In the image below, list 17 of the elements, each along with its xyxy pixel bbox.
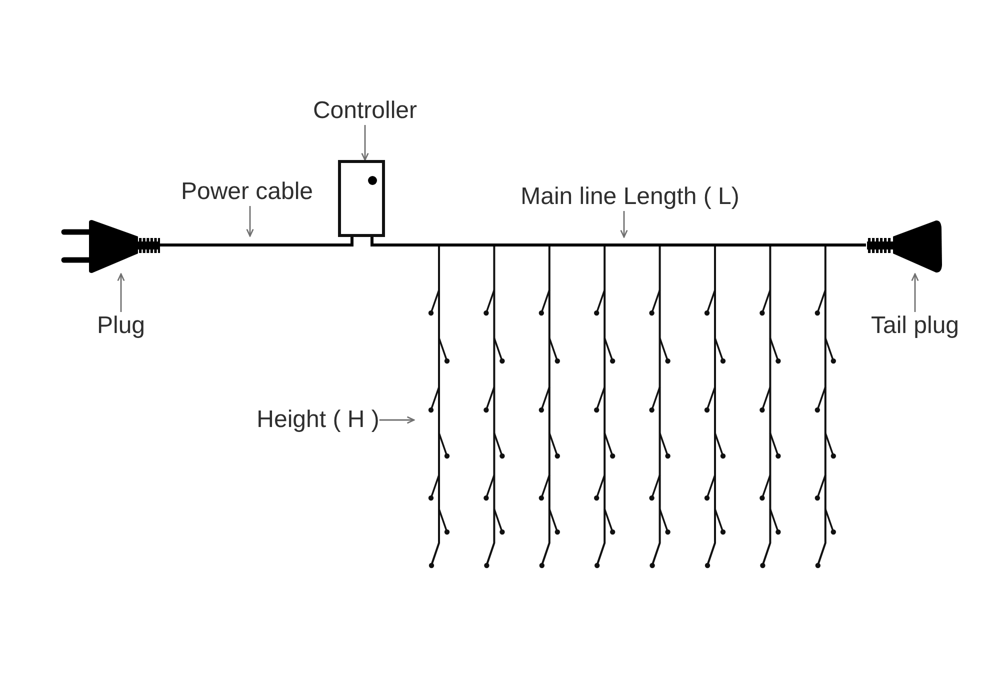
connector-icon (866, 219, 943, 274)
plug-icon (60, 219, 160, 274)
leader-arrow (246, 206, 254, 237)
cable (160, 237, 354, 246)
controller-box (338, 160, 385, 237)
leader-arrow (117, 273, 125, 312)
leader-arrow (379, 416, 415, 424)
part-label: Plug (96, 312, 146, 340)
leader-arrow (911, 273, 919, 312)
leader-arrow (620, 211, 628, 238)
dimension-label: Main line Length ( L) (520, 183, 740, 211)
part-label: Controller (312, 97, 418, 125)
cable (370, 237, 866, 246)
leader-arrow (361, 125, 369, 161)
part-label: Tail plug (870, 312, 960, 340)
part-label: Power cable (180, 178, 314, 206)
dimension-label: Height ( H ) (256, 406, 380, 434)
